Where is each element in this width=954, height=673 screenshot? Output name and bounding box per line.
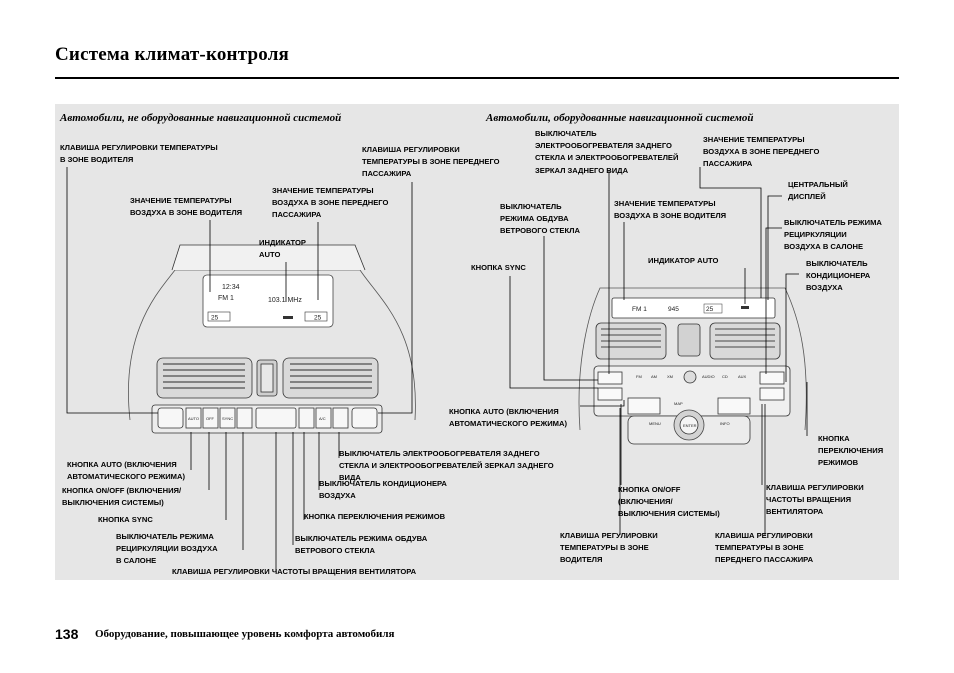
left-leader-lines [66,167,413,572]
right-label-driver-temp-value: ЗНАЧЕНИЕ ТЕМПЕРАТУРЫ ВОЗДУХА В ЗОНЕ ВОДИ… [614,199,727,221]
left-label-sync-button: КНОПКА SYNC [98,515,153,524]
left-label-auto-button: КНОПКА AUTO (ВКЛЮЧЕНИЯ АВТОМАТИЧЕСКОГО Р… [67,460,185,482]
left-btn-auto: AUTO [188,416,199,421]
right-display-freq: 945 [668,306,679,313]
right-btn-enter: ENTER [683,423,697,428]
right-btn-aux: AUX [738,374,747,379]
right-label-recirc-switch: ВЫКЛЮЧАТЕЛЬ РЕЖИМА РЕЦИРКУЛЯЦИИ ВОЗДУХА … [784,218,882,252]
right-btn-cd: CD [722,374,728,379]
right-label-rear-defrost: ВЫКЛЮЧАТЕЛЬ ЭЛЕКТРООБОГРЕВАТЕЛЯ ЗАДНЕГО … [535,129,679,175]
page-footer: Оборудование, повышающее уровень комфорт… [95,628,395,640]
right-label-auto-indicator: ИНДИКАТОР AUTO [648,256,719,265]
left-label-passenger-temp-key: КЛАВИША РЕГУЛИРОВКИ ТЕМПЕРАТУРЫ В ЗОНЕ П… [362,145,500,179]
left-btn-ac: A/C [319,416,326,421]
left-label-recirc-switch: ВЫКЛЮЧАТЕЛЬ РЕЖИМА РЕЦИРКУЛЯЦИИ ВОЗДУХА … [116,532,218,566]
right-label-ac-switch: ВЫКЛЮЧАТЕЛЬ КОНДИЦИОНЕРА ВОЗДУХА [806,259,871,293]
left-display-content: 12:34 FM 1 103.1 MHz 25 25 [207,284,328,322]
right-btn-audio: AUDIO [702,374,715,379]
left-auto-indicator-mark [283,316,293,319]
left-label-auto-indicator: ИНДИКАТОР AUTO [259,238,306,260]
left-display-temp-left: 25 [211,315,219,322]
left-button-labels: AUTO OFF SYNC A/C [188,416,326,421]
right-display-band: FM 1 [632,306,647,313]
right-display-temp: 25 [706,306,714,313]
right-label-central-display: ЦЕНТРАЛЬНЫЙ ДИСПЛЕЙ [788,180,848,202]
right-label-passenger-temp-value: ЗНАЧЕНИЕ ТЕМПЕРАТУРЫ ВОЗДУХА В ЗОНЕ ПЕРЕ… [703,135,820,169]
left-display-temp-right: 25 [314,315,322,322]
right-btn-xm: XM [667,374,673,379]
left-display-clock: 12:34 [222,284,240,291]
right-leader-lines [509,167,808,535]
left-heading: Автомобили, не оборудованные навигационн… [60,112,342,124]
right-label-windshield-switch: ВЫКЛЮЧАТЕЛЬ РЕЖИМА ОБДУВА ВЕТРОВОГО СТЕК… [500,202,580,236]
left-btn-sync: SYNC [222,416,233,421]
left-display-band: FM 1 [218,295,234,302]
right-heading: Автомобили, оборудованные навигационной … [486,112,754,124]
right-btn-am: AM [651,374,657,379]
right-btn-menu: MENU [649,421,661,426]
title-rule [55,77,899,79]
right-auto-indicator-mark [741,306,749,309]
right-label-driver-temp-key: КЛАВИША РЕГУЛИРОВКИ ТЕМПЕРАТУРЫ В ЗОНЕ В… [560,531,658,565]
left-label-driver-temp-key: КЛАВИША РЕГУЛИРОВКИ ТЕМПЕРАТУРЫ В ЗОНЕ В… [60,143,218,165]
left-label-onoff-button: КНОПКА ON/OFF (ВКЛЮЧЕНИЯ/ ВЫКЛЮЧЕНИЯ СИС… [62,486,182,508]
right-dashboard-drawing [578,287,807,445]
right-label-onoff-button: КНОПКА ON/OFF (ВКЛЮЧЕНИЯ/ ВЫКЛЮЧЕНИЯ СИС… [618,485,720,519]
left-display-freq: 103.1 MHz [268,297,302,304]
right-label-mode-button: КНОПКА ПЕРЕКЛЮЧЕНИЯ РЕЖИМОВ [818,434,884,468]
left-label-passenger-temp-value: ЗНАЧЕНИЕ ТЕМПЕРАТУРЫ ВОЗДУХА В ЗОНЕ ПЕРЕ… [272,186,389,220]
right-btn-info: INFO [720,421,730,426]
right-label-fan-key: КЛАВИША РЕГУЛИРОВКИ ЧАСТОТЫ ВРАЩЕНИЯ ВЕН… [766,483,864,517]
page-title: Система климат-контроля [55,44,290,65]
right-label-sync-button: КНОПКА SYNC [471,263,526,272]
right-btn-fm: FM [636,374,642,379]
left-label-fan-key: КЛАВИША РЕГУЛИРОВКИ ЧАСТОТЫ ВРАЩЕНИЯ ВЕН… [172,567,417,576]
right-label-auto-button: КНОПКА AUTO (ВКЛЮЧЕНИЯ АВТОМАТИЧЕСКОГО Р… [449,407,567,429]
left-label-mode-button: КНОПКА ПЕРЕКЛЮЧЕНИЯ РЕЖИМОВ [304,512,446,521]
left-label-driver-temp-value: ЗНАЧЕНИЕ ТЕМПЕРАТУРЫ ВОЗДУХА В ЗОНЕ ВОДИ… [130,196,243,218]
left-btn-off: OFF [206,416,215,421]
left-label-ac-switch: ВЫКЛЮЧАТЕЛЬ КОНДИЦИОНЕРА ВОЗДУХА [319,479,447,501]
left-label-windshield-switch: ВЫКЛЮЧАТЕЛЬ РЕЖИМА ОБДУВА ВЕТРОВОГО СТЕК… [295,534,428,556]
right-display-content: FM 1 945 25 [632,303,749,314]
right-button-labels: FM AM XM AUDIO CD AUX ENTER MAP MENU INF… [636,374,747,428]
left-label-rear-defrost: ВЫКЛЮЧАТЕЛЬ ЭЛЕКТРООБОГРЕВАТЕЛЯ ЗАДНЕГО … [339,449,554,483]
left-dashboard-drawing [128,244,416,434]
page-number: 138 [55,626,79,642]
right-btn-map: MAP [674,401,683,406]
right-label-passenger-temp-key: КЛАВИША РЕГУЛИРОВКИ ТЕМПЕРАТУРЫ В ЗОНЕ П… [715,531,814,565]
